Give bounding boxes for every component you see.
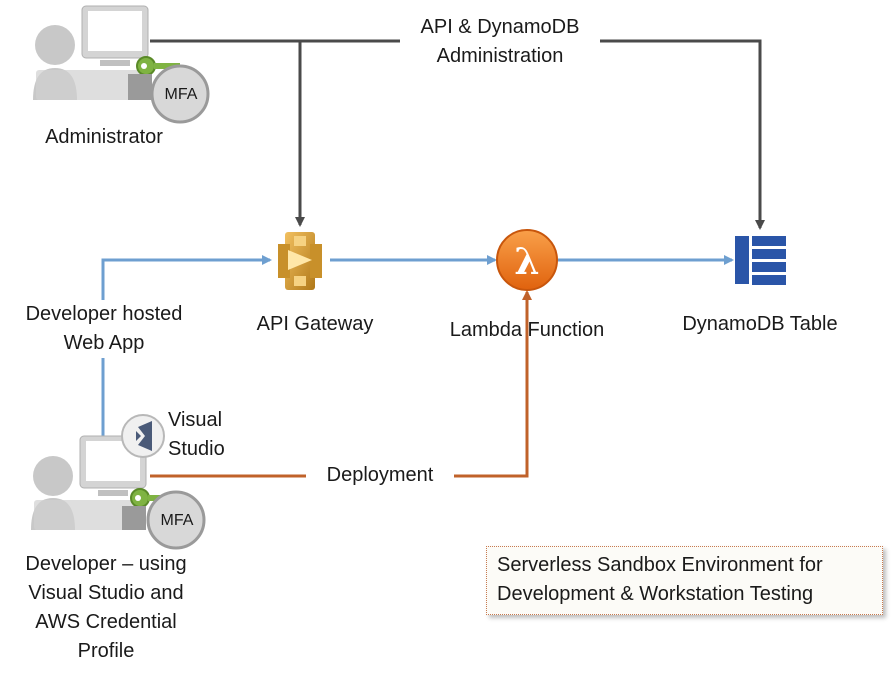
web-app-label: Developer hosted Web App (8, 300, 200, 358)
dynamodb-table-icon (735, 236, 786, 285)
deployment-label: Deployment (306, 461, 454, 490)
api-gateway-icon (278, 232, 322, 290)
visual-studio-label: Visual Studio (168, 409, 225, 460)
administrator-label: Administrator (45, 126, 163, 148)
admin-channel-label: API & DynamoDB Administration (400, 13, 600, 71)
environment-note: Serverless Sandbox Environment for Devel… (486, 546, 883, 615)
note-line: Development & Workstation Testing (497, 583, 814, 605)
mfa-badge-icon (128, 64, 210, 124)
mfa-admin-label: MFA (164, 86, 198, 103)
mfa-developer-label: MFA (160, 512, 194, 529)
webapp-to-api-gateway-connector (101, 255, 272, 437)
developer-icon (31, 435, 147, 530)
admin-to-dynamodb-connector (150, 39, 765, 230)
lambda-function-label: Lambda Function (449, 319, 605, 341)
web-connectors (101, 255, 734, 437)
api-gateway-label: API Gateway (256, 313, 374, 335)
dynamodb-table-label: DynamoDB Table (682, 313, 838, 335)
lambda-symbol: λ (514, 241, 539, 283)
administrator-icon (33, 5, 149, 100)
mfa-badge-icon (122, 490, 206, 550)
developer-label: Developer – using Visual Studio and AWS … (25, 553, 187, 662)
lambda-icon: λ (496, 229, 558, 291)
admin-connectors (150, 39, 765, 230)
note-line: Serverless Sandbox Environment for (497, 554, 823, 576)
deployment-connector (150, 290, 532, 478)
visual-studio-icon (121, 414, 165, 458)
